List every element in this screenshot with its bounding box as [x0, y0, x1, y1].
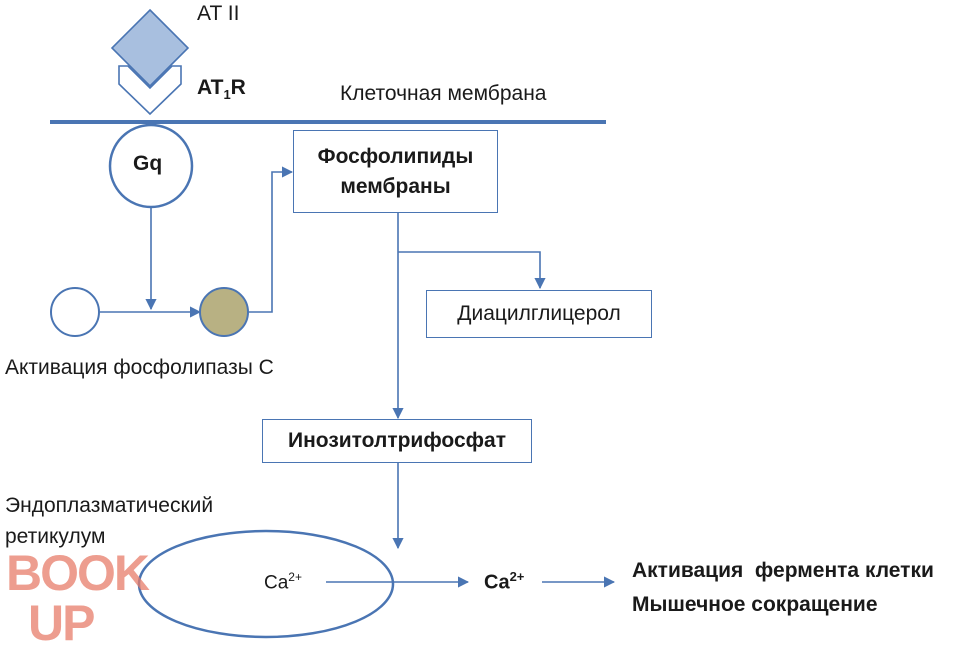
ca-outside-label: Ca2+	[484, 569, 524, 595]
ligand-label: AT II	[197, 2, 240, 25]
result-line2: Мышечное сокращение	[632, 593, 878, 616]
er-label: Эндоплазматический ретикулум	[5, 490, 213, 552]
plc-to-phospholipids-arrow	[249, 166, 294, 313]
phospholipids-line2: мембраны	[340, 174, 451, 198]
at1-receptor-shape	[118, 65, 182, 116]
receptor-label-main: AT	[197, 76, 224, 99]
watermark-logo: BOOK UP	[6, 545, 150, 651]
watermark-line1: BOOK	[6, 545, 150, 601]
plc-inactive-circle	[50, 287, 100, 337]
ca-inside-label: Ca2+	[264, 570, 302, 594]
ip3-box: Инозитолтрифосфат	[262, 419, 532, 463]
ca-inside-sup: 2+	[288, 570, 302, 584]
er-label-line1: Эндоплазматический	[5, 494, 214, 517]
result-line1: Активация фермента клетки	[632, 559, 934, 582]
membrane-label: Клеточная мембрана	[340, 82, 547, 105]
dag-box: Диацилглицерол	[426, 290, 652, 338]
watermark-line2: UP	[28, 595, 95, 651]
gq-label: Gq	[133, 152, 163, 175]
phospholipids-to-dag-arrow	[398, 251, 546, 290]
gq-protein-circle	[108, 123, 194, 209]
er-ellipse	[137, 529, 395, 639]
phospholipids-line1: Фосфолипиды	[317, 144, 474, 168]
result-text: Активация фермента клетки Мышечное сокра…	[632, 554, 934, 622]
plc-active-circle	[199, 287, 249, 337]
receptor-label-sub: 1	[223, 87, 231, 103]
ca-inside-base: Ca	[264, 572, 289, 594]
at2-ligand-shape	[110, 8, 190, 88]
receptor-label-end: R	[230, 76, 246, 99]
phospholipids-box: Фосфолипиды мембраны	[293, 130, 498, 213]
ca-outside-sup: 2+	[509, 569, 525, 584]
receptor-label: AT1R	[197, 76, 246, 102]
plc-activation-label: Активация фосфолипазы С	[5, 356, 274, 379]
ca-outside-base: Ca	[484, 571, 510, 594]
er-label-line2: ретикулум	[5, 525, 106, 548]
